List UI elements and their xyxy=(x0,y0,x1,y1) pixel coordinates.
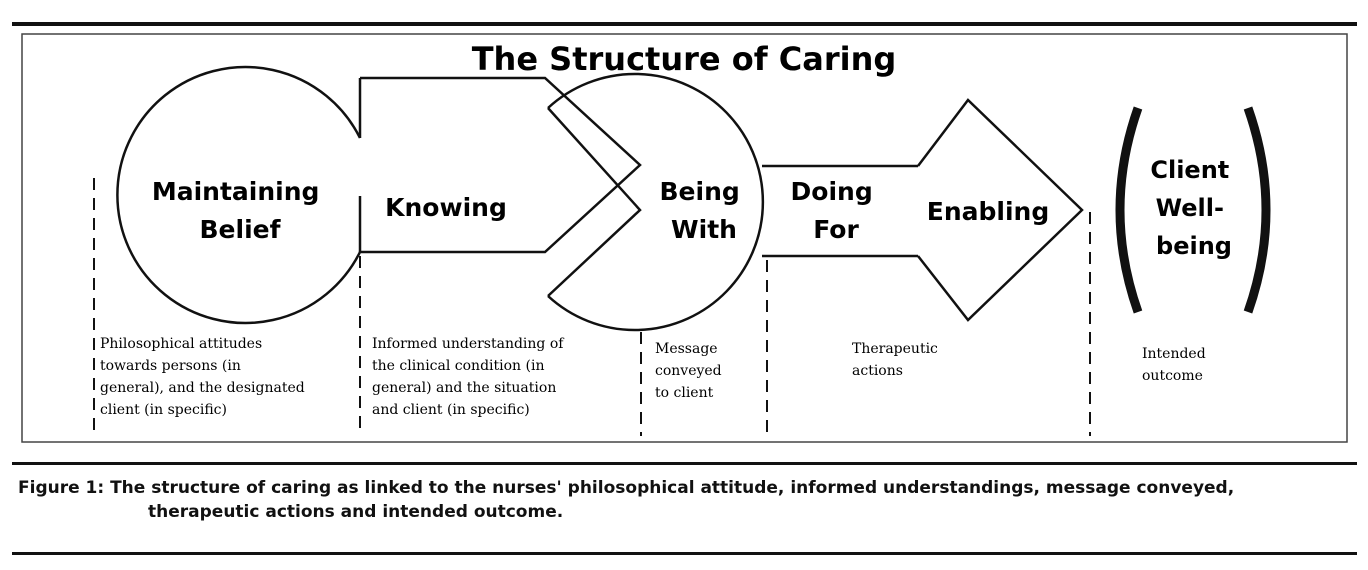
desc-philosophical: Philosophical attitudes towards persons … xyxy=(100,336,309,418)
caption-line-2: therapeutic actions and intended outcome… xyxy=(148,502,564,522)
caption-line-1: Figure 1: The structure of caring as lin… xyxy=(18,478,1235,498)
caption-top-rule xyxy=(12,462,1357,465)
label-client-wellbeing: Client Well- being xyxy=(1150,156,1237,260)
label-enabling: Enabling xyxy=(927,197,1049,226)
desc-informed: Informed understanding of the clinical c… xyxy=(372,336,568,418)
structure-of-caring-diagram: The Structure of Caring Maintaining Beli… xyxy=(12,22,1357,443)
label-doing-for: Doing For xyxy=(791,177,882,244)
caption-bottom-rule xyxy=(12,552,1357,555)
enabling-diamond xyxy=(917,98,1084,322)
right-parenthesis xyxy=(1243,106,1271,314)
desc-therapeutic: Therapeutic actions xyxy=(852,341,942,379)
figure-caption-block: Figure 1: The structure of caring as lin… xyxy=(12,462,1357,558)
top-rule xyxy=(12,22,1357,26)
outline-belief-knowing xyxy=(116,65,642,325)
knowing-chevron xyxy=(547,107,642,297)
label-being-with: Being With xyxy=(660,177,749,244)
desc-message: Message conveyed to client xyxy=(655,341,726,401)
figure-frame xyxy=(21,33,1348,443)
diagram-title: The Structure of Caring xyxy=(472,40,897,78)
desc-intended: Intended outcome xyxy=(1142,346,1210,384)
label-knowing: Knowing xyxy=(385,193,507,222)
dashed-separators xyxy=(93,178,1091,436)
being-with-circle xyxy=(547,72,765,332)
label-maintaining-belief: Maintaining Belief xyxy=(152,177,328,244)
figure-caption: Figure 1: The structure of caring as lin… xyxy=(18,476,1338,524)
left-parenthesis xyxy=(1115,106,1143,314)
